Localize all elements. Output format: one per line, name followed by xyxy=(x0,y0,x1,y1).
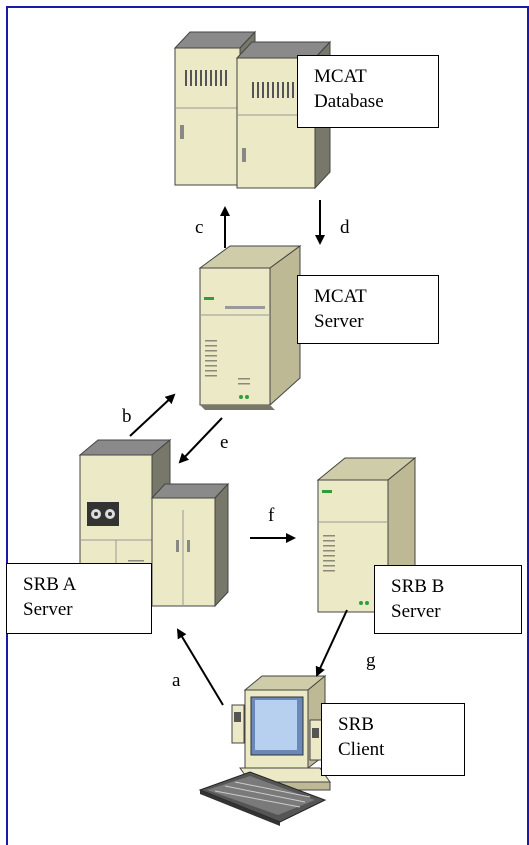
mcat-database-label-line2: Database xyxy=(314,91,384,112)
mcat-database-label-line1: MCAT xyxy=(314,66,367,87)
frame-right-border xyxy=(527,6,529,845)
edge-label-b: b xyxy=(122,406,132,427)
srb-client-label-line1: SRB xyxy=(338,714,374,735)
mcat-server-label-line1: MCAT xyxy=(314,286,367,307)
edge-label-c: c xyxy=(195,217,204,238)
frame-left-border xyxy=(6,6,8,845)
srb-client-workstation-icon xyxy=(198,674,331,826)
edge-label-f: f xyxy=(268,505,275,526)
frame-top-border xyxy=(6,6,529,8)
srb-b-server-label-line2: Server xyxy=(391,601,441,622)
edge-a-arrow xyxy=(176,628,224,706)
srb-b-server-label-line1: SRB B xyxy=(391,576,445,597)
mcat-database-label: MCAT Database xyxy=(297,55,439,128)
srb-a-server-icon xyxy=(78,438,230,608)
edge-label-g: g xyxy=(366,650,376,671)
edge-label-e: e xyxy=(220,432,229,453)
srb-a-server-label: SRB A Server xyxy=(6,563,152,634)
mcat-server-label: MCAT Server xyxy=(297,275,439,344)
edge-g-arrow xyxy=(315,609,348,677)
edge-label-d: d xyxy=(340,217,350,238)
edge-label-a: a xyxy=(172,670,181,691)
edge-e-arrow xyxy=(178,417,223,464)
srb-client-label: SRB Client xyxy=(321,703,465,776)
srb-a-server-label-line1: SRB A xyxy=(23,574,77,595)
srb-b-server-label: SRB B Server xyxy=(374,565,522,634)
edge-b-arrow xyxy=(129,393,176,437)
mcat-server-icon xyxy=(198,245,302,410)
mcat-server-label-line2: Server xyxy=(314,311,364,332)
srb-client-label-line2: Client xyxy=(338,739,385,760)
srb-a-server-label-line2: Server xyxy=(23,599,73,620)
